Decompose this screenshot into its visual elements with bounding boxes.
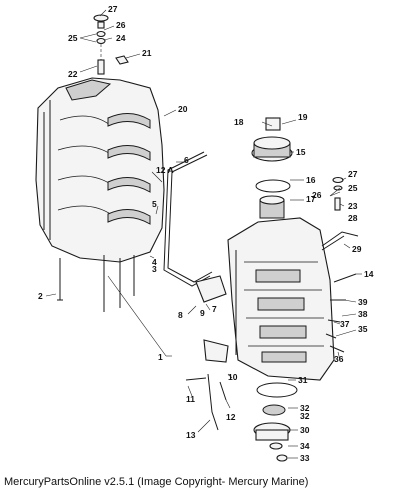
callout-38: 38 xyxy=(358,309,368,319)
callout-28: 28 xyxy=(348,213,358,223)
callout-32: 32 xyxy=(300,403,310,413)
callout-8: 8 xyxy=(178,310,183,320)
middle-small-parts xyxy=(185,275,229,431)
callout-30: 30 xyxy=(300,425,310,435)
callout-20: 20 xyxy=(178,104,188,114)
copyright-footer: MercuryPartsOnline v2.5.1 (Image Copyrig… xyxy=(4,476,309,488)
callout-14: 14 xyxy=(364,269,374,279)
callout-24: 24 xyxy=(116,33,126,43)
callout-15: 15 xyxy=(296,147,306,157)
callout-26: 26 xyxy=(116,20,126,30)
callout-29: 29 xyxy=(352,244,362,254)
callout-39: 39 xyxy=(358,297,368,307)
callout-11: 11 xyxy=(186,394,195,404)
crankcase-cover xyxy=(227,217,335,381)
callout-16: 16 xyxy=(306,175,316,185)
lower-bearing-stack xyxy=(253,382,298,462)
upper-bearing-stack xyxy=(251,117,293,219)
callout-23: 23 xyxy=(348,201,358,211)
callout-32b: 32 xyxy=(300,411,310,421)
callout-9: 9 xyxy=(200,308,205,318)
callout-35: 35 xyxy=(358,324,368,334)
callout-31: 31 xyxy=(298,375,308,385)
callout-3: 3 xyxy=(152,264,157,274)
callout-13: 13 xyxy=(186,430,196,440)
callouts: 27 26 25 24 21 22 20 12 A 6 5 4 3 2 1 7 … xyxy=(38,4,374,463)
callout-5: 5 xyxy=(152,199,157,209)
callout-27b: 27 xyxy=(348,169,358,179)
cylinder-block xyxy=(35,77,165,312)
callout-37: 37 xyxy=(340,319,350,329)
linkage-arm xyxy=(321,231,359,251)
right-fasteners xyxy=(325,176,357,353)
callout-34: 34 xyxy=(300,441,310,451)
callout-22: 22 xyxy=(68,69,78,79)
callout-4: 4 xyxy=(152,257,157,267)
callout-25b: 25 xyxy=(348,183,358,193)
callout-25: 25 xyxy=(68,33,78,43)
crank-journals xyxy=(107,113,151,225)
callout-7: 7 xyxy=(212,304,217,314)
callout-6: 6 xyxy=(184,155,189,165)
callout-1: 1 xyxy=(158,352,163,362)
callout-19: 19 xyxy=(298,112,308,122)
callout-26b: 26 xyxy=(312,190,322,200)
callout-12: 12 xyxy=(226,412,236,422)
callout-21: 21 xyxy=(142,48,152,58)
callout-17: 17 xyxy=(306,194,316,204)
callout-36: 36 xyxy=(334,354,344,364)
callout-18: 18 xyxy=(234,117,244,127)
callout-10: 10 xyxy=(228,372,238,382)
callout-2: 2 xyxy=(38,291,43,301)
callout-33: 33 xyxy=(300,453,310,463)
leader-lines xyxy=(45,9,362,459)
top-fastener-stack xyxy=(93,14,129,75)
callout-27: 27 xyxy=(108,4,118,14)
callout-12a: 12 A xyxy=(156,165,174,175)
